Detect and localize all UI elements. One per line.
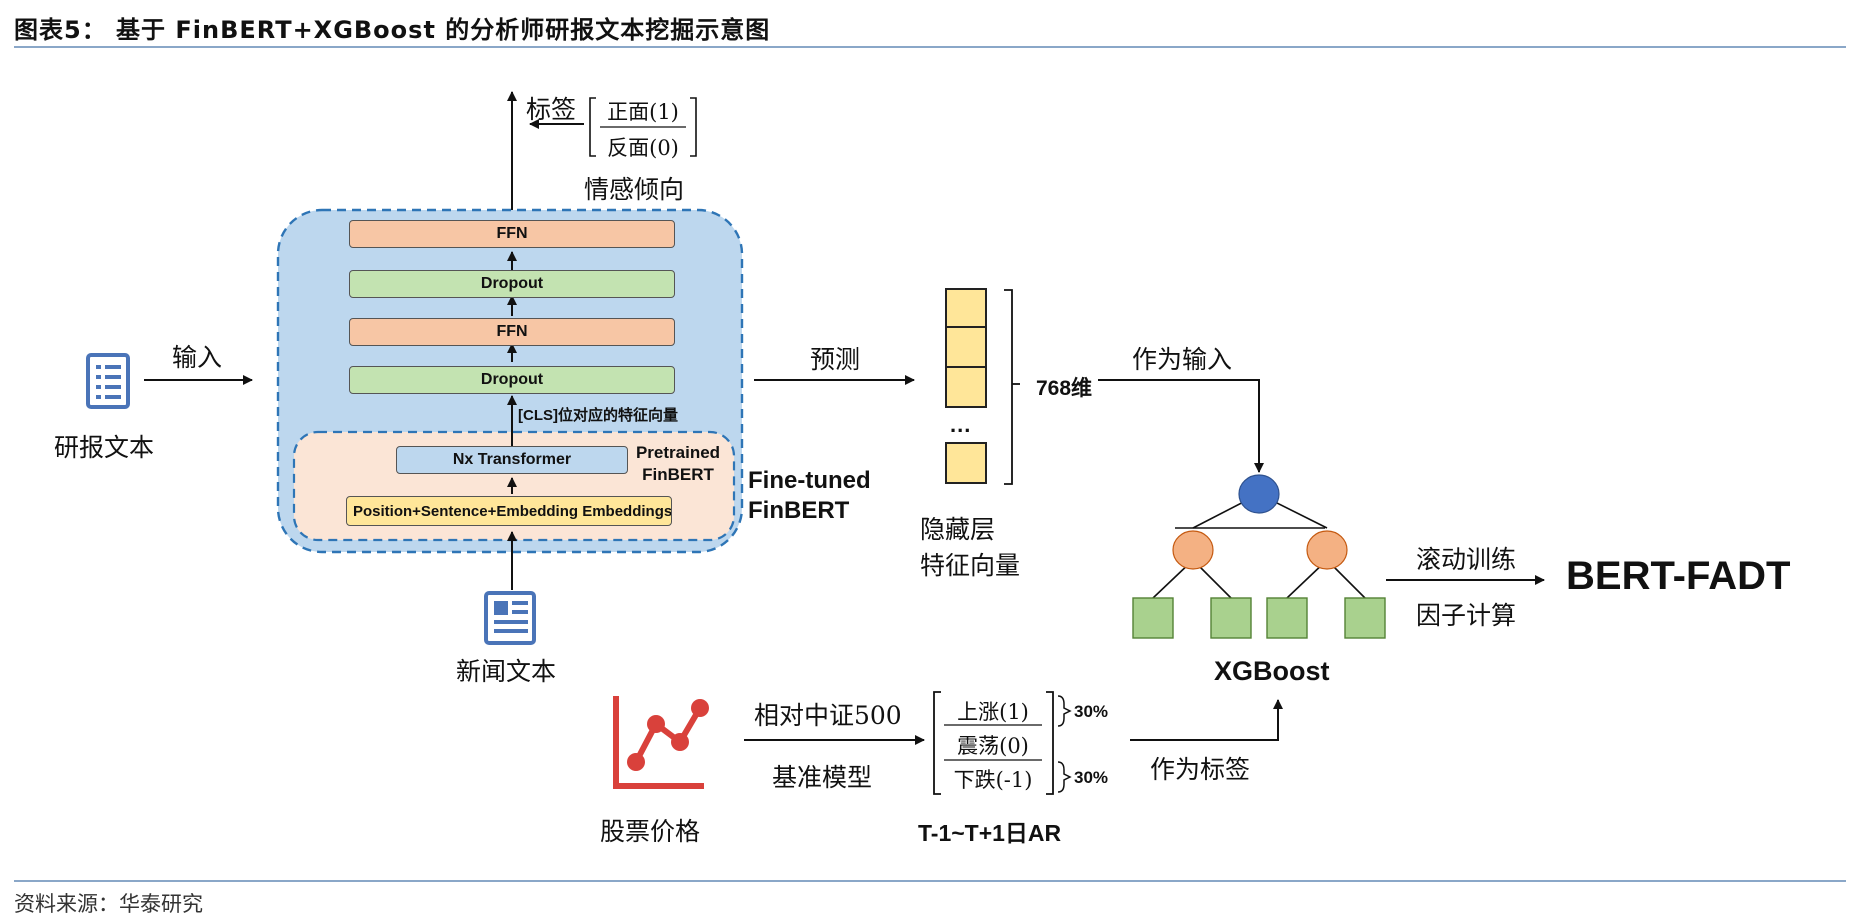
label-word: 标签 [526,95,577,124]
hidden-caption-line2: 特征向量 [920,551,1021,580]
ffn-top-layer: FFN [349,220,675,248]
transformer-layer: Nx Transformer [396,446,628,474]
dimension-label: 768维 [1036,377,1093,400]
rolling-train-label: 滚动训练 [1416,545,1517,574]
flat-class-label: 震荡(0) [957,734,1029,758]
pretrained-finbert-label: Pretrained FinBERT [635,443,721,484]
sentiment-caption: 情感倾向 [584,175,685,204]
ar-window-label: T-1~T+1日AR [918,820,1062,846]
stock-price-label: 股票价格 [600,817,701,846]
benchmark-bottom-label: 基准模型 [772,763,873,792]
dropout-top-layer: Dropout [349,270,675,298]
pct-top-label: 30% [1074,702,1109,721]
up-class-label: 上涨(1) [957,700,1029,724]
cls-note: [CLS]位对应的特征向量 [518,407,678,424]
leaf-node [1344,597,1386,639]
report-text-label: 研报文本 [54,433,155,462]
stock-chart-icon [613,696,709,789]
dropout-mid-layer: Dropout [349,366,675,394]
root-node [1238,474,1280,514]
finetuned-finbert-label: Fine-tuned FinBERT [748,467,871,524]
factor-calc-label: 因子计算 [1416,601,1517,630]
leaf-node [1210,597,1252,639]
news-document-icon [484,591,536,645]
report-document-icon [86,353,130,409]
down-class-label: 下跌(-1) [953,768,1033,792]
leaf-node [1266,597,1308,639]
xgboost-label: XGBoost [1214,656,1330,686]
source-note: 资料来源：华泰研究 [14,892,203,916]
as-input-arrow [1098,379,1264,473]
pct-bottom-label: 30% [1074,768,1109,787]
vector-dots: ... [950,412,972,437]
as-label-arrow [1130,699,1283,741]
benchmark-top-label: 相对中证500 [754,701,902,730]
source-divider [14,880,1846,882]
ffn-mid-layer: FFN [349,318,675,346]
hidden-caption-line1: 隐藏层 [920,515,996,544]
as-input-label: 作为输入 [1132,345,1233,374]
internal-node-left [1172,530,1214,570]
input-arrow-label: 输入 [172,343,223,372]
as-label-label: 作为标签 [1150,755,1251,784]
leaf-node [1132,597,1174,639]
vector-cell [945,366,987,408]
xgboost-tree [1132,474,1386,639]
negative-label: 反面(0) [607,136,679,160]
bert-fadt-output: BERT-FADT [1566,554,1791,598]
predict-label: 预测 [810,345,861,374]
vector-cell [945,442,987,484]
vector-cell [945,326,987,368]
vector-cell [945,288,987,328]
title-divider [14,46,1846,48]
figure-title: 图表5： 基于 FinBERT+XGBoost 的分析师研报文本挖掘示意图 [14,16,771,44]
news-text-label: 新闻文本 [456,657,557,686]
positive-label: 正面(1) [607,100,679,124]
embeddings-layer: Position+Sentence+Embedding Embeddings [346,496,672,526]
internal-node-right [1306,530,1348,570]
